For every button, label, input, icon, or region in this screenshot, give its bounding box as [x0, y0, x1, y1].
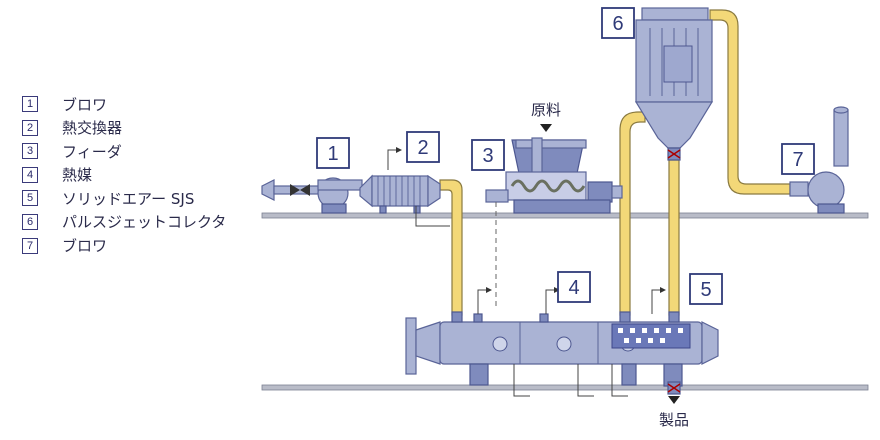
legend-number: 2 — [22, 119, 38, 136]
legend-item-6: 6 パルスジェットコレクタ — [22, 212, 226, 232]
legend-label: パルスジェットコレクタ — [62, 213, 227, 232]
svg-text:7: 7 — [792, 149, 803, 171]
svg-text:2: 2 — [417, 137, 428, 159]
legend-item-2: 2 熱交換器 — [22, 118, 226, 138]
legend-item-5: 5 ソリッドエアー SJS — [22, 188, 226, 208]
legend-number: 4 — [22, 166, 38, 183]
legend-label: フィーダ — [62, 142, 122, 161]
legend-item-7: 7 ブロワ — [22, 236, 226, 256]
legend-item-4: 4 熱媒 — [22, 165, 226, 185]
callout-5: 5 — [689, 273, 723, 305]
lower-floor — [261, 384, 869, 391]
svg-text:6: 6 — [612, 13, 623, 35]
svg-text:3: 3 — [482, 145, 493, 167]
legend-number: 5 — [22, 190, 38, 207]
callout-7: 7 — [781, 143, 815, 175]
solid-air-dryer-5 — [405, 287, 719, 404]
raw-material-label: 原料 — [531, 101, 561, 119]
product-arrow-icon — [668, 396, 680, 404]
hot-air-duct — [439, 179, 463, 316]
legend: 1 ブロワ 2 熱交換器 3 フィーダ 4 熱媒 5 ソリッドエアー SJS 6… — [22, 94, 226, 259]
svg-text:5: 5 — [700, 279, 711, 301]
svg-text:1: 1 — [327, 143, 338, 165]
blower-1 — [261, 177, 363, 214]
heat-exchanger-2 — [359, 147, 450, 227]
legend-number: 7 — [22, 237, 38, 254]
raw-material-arrow-icon — [540, 124, 552, 132]
pulse-jet-collector-6 — [634, 7, 714, 161]
collector-to-blower-duct — [709, 9, 791, 195]
legend-number: 6 — [22, 213, 38, 230]
svg-text:4: 4 — [568, 277, 579, 299]
legend-label: 熱交換器 — [62, 119, 123, 138]
return-duct — [668, 159, 680, 316]
callout-4: 4 — [557, 271, 591, 303]
callout-2: 2 — [406, 131, 440, 163]
callout-3: 3 — [471, 139, 505, 171]
legend-item-1: 1 ブロワ — [22, 94, 226, 114]
product-label: 製品 — [659, 411, 689, 429]
feeder-3 — [485, 137, 623, 310]
legend-item-3: 3 フィーダ — [22, 141, 226, 161]
legend-label: ソリッドエアー SJS — [62, 189, 195, 208]
exhaust-duct — [619, 111, 646, 316]
legend-label: ブロワ — [62, 95, 108, 114]
blower-7 — [789, 106, 849, 214]
legend-label: ブロワ — [62, 237, 108, 256]
legend-number: 3 — [22, 143, 38, 160]
legend-number: 1 — [22, 96, 38, 112]
callout-1: 1 — [316, 137, 350, 169]
legend-label: 熱媒 — [62, 166, 93, 185]
upper-floor — [261, 212, 869, 219]
callout-6: 6 — [601, 7, 635, 39]
